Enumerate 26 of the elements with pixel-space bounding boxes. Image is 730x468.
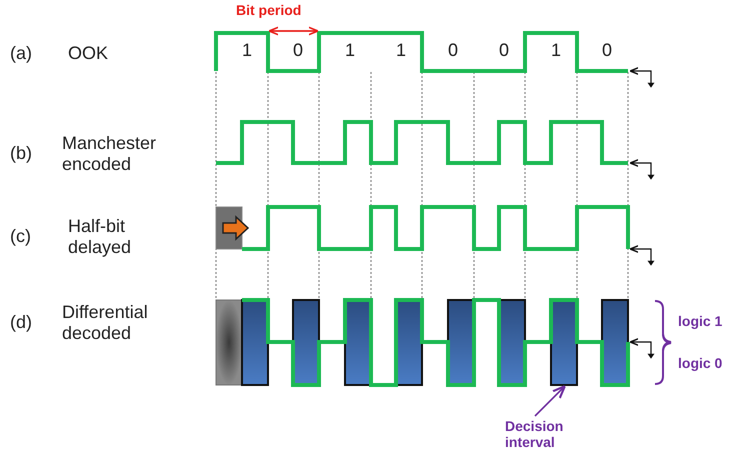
signal-label: Differential decoded: [62, 302, 149, 344]
dimension-label: Bit period: [236, 2, 302, 18]
row-label: (d): [10, 312, 33, 333]
bit-value: 0: [600, 40, 613, 61]
decision-bar: [550, 299, 578, 386]
signal-label: Half-bit delayed: [68, 216, 132, 258]
bit-value: 0: [446, 40, 459, 61]
decision-bar: [601, 299, 629, 386]
leader-line: [534, 385, 566, 417]
delay-block: [216, 300, 242, 386]
bit-value: 1: [550, 40, 562, 61]
row-label: (a): [10, 43, 33, 64]
bit-value: 0: [292, 40, 304, 61]
signal-label: OOK: [68, 43, 110, 64]
level-label: logic 0: [678, 355, 724, 372]
decision-bar: [241, 299, 269, 386]
callout-text: Decision interval: [505, 418, 595, 450]
level-label: logic 1: [678, 313, 724, 330]
row-label: (c): [10, 226, 32, 247]
decision-bar: [292, 299, 320, 386]
row-label: (b): [10, 143, 33, 164]
bit-value: 1: [240, 40, 253, 61]
bit-value: 1: [344, 40, 356, 61]
signal-label: Manchester encoded: [62, 133, 158, 174]
bit-value: 0: [498, 40, 510, 61]
bit-value: 1: [394, 40, 407, 61]
